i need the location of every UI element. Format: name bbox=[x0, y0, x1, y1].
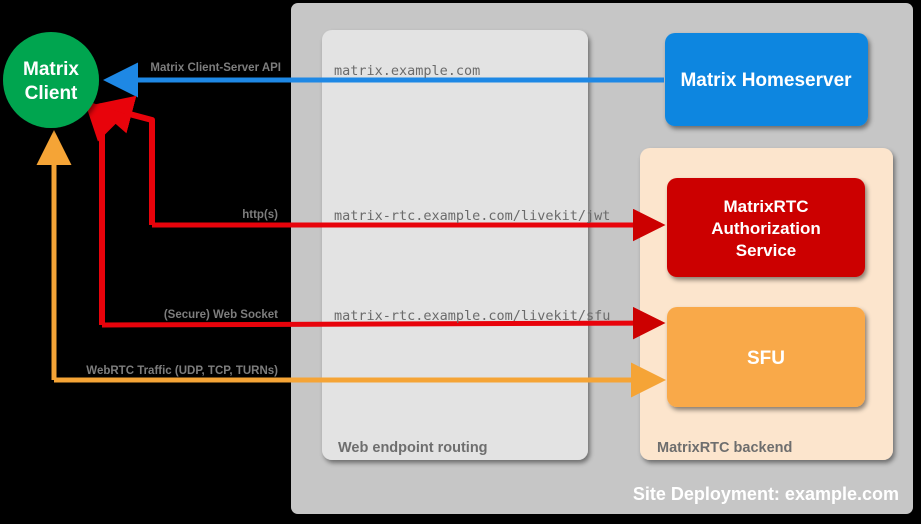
livekit-sfu-protocol-label: (Secure) Web Socket bbox=[164, 309, 278, 321]
matrixrtc-backend-caption: MatrixRTC backend bbox=[657, 440, 792, 456]
client-server-api-protocol-label: Matrix Client-Server API bbox=[150, 62, 281, 74]
livekit-sfu-arrow bbox=[101, 306, 666, 340]
matrix-homeserver-box[interactable] bbox=[665, 33, 868, 126]
livekit-jwt-endpoint-url: matrix-rtc.example.com/livekit/jwt bbox=[334, 208, 610, 224]
matrix-client-circle[interactable] bbox=[3, 32, 99, 128]
matrix-client-label-line2: Client bbox=[25, 83, 78, 104]
deployment-caption-label: Site Deployment: example.com bbox=[633, 484, 899, 504]
node-matrix-client[interactable]: Matrix Client bbox=[3, 32, 99, 128]
edge-livekit-jwt: http(s) matrix-rtc.example.com/livekit/j… bbox=[93, 95, 666, 242]
livekit-jwt-protocol-label: http(s) bbox=[242, 209, 278, 221]
matrixrtc-authorization-service-label-line2: Authorization bbox=[711, 219, 821, 238]
client-server-api-endpoint-url: matrix.example.com bbox=[334, 63, 480, 79]
webrtc-traffic-protocol-label: WebRTC Traffic (UDP, TCP, TURNs) bbox=[86, 365, 278, 377]
sfu-label: SFU bbox=[747, 348, 785, 369]
node-matrix-homeserver[interactable]: Matrix Homeserver bbox=[665, 33, 868, 126]
edge-webrtc-traffic: WebRTC Traffic (UDP, TCP, TURNs) bbox=[36, 130, 666, 398]
edge-client-server-api: Matrix Client-Server API matrix.example.… bbox=[103, 62, 664, 98]
matrixrtc-authorization-service-label-line1: MatrixRTC bbox=[723, 197, 808, 216]
livekit-sfu-endpoint-url: matrix-rtc.example.com/livekit/sfu bbox=[334, 308, 610, 324]
container-web-endpoint-routing: Web endpoint routing bbox=[322, 30, 588, 460]
matrixrtc-authorization-service-box[interactable] bbox=[667, 178, 865, 277]
matrix-client-label-line1: Matrix bbox=[23, 59, 79, 80]
node-sfu[interactable]: SFU bbox=[667, 307, 865, 407]
web-endpoint-routing-caption: Web endpoint routing bbox=[338, 440, 488, 456]
livekit-sfu-return-arrow bbox=[84, 100, 126, 325]
matrixrtc-authorization-service-label-line3: Service bbox=[736, 241, 797, 260]
edge-livekit-sfu: (Secure) Web Socket matrix-rtc.example.c… bbox=[84, 100, 666, 340]
sfu-box[interactable] bbox=[667, 307, 865, 407]
matrix-homeserver-label: Matrix Homeserver bbox=[680, 70, 852, 91]
node-matrixrtc-authorization-service[interactable]: MatrixRTC Authorization Service bbox=[667, 178, 865, 277]
livekit-jwt-return-arrow bbox=[93, 95, 155, 225]
